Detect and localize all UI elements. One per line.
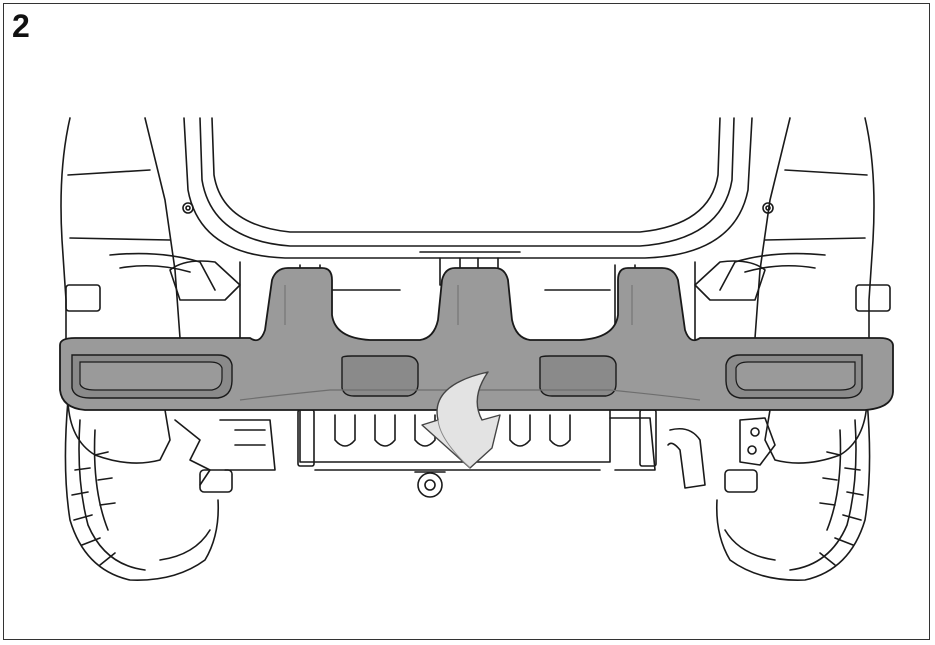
step-number: 2 <box>12 8 30 44</box>
right-body-panel <box>694 117 891 341</box>
right-suspension <box>609 401 868 493</box>
left-rear-wheel <box>64 399 220 581</box>
left-body-panel <box>60 117 241 341</box>
tailgate-opening <box>183 117 753 259</box>
rear-bumper <box>59 267 894 411</box>
underbody <box>297 409 657 498</box>
curved-arrow-down-icon <box>421 371 501 469</box>
right-rear-wheel <box>715 399 871 581</box>
left-suspension <box>67 401 276 493</box>
